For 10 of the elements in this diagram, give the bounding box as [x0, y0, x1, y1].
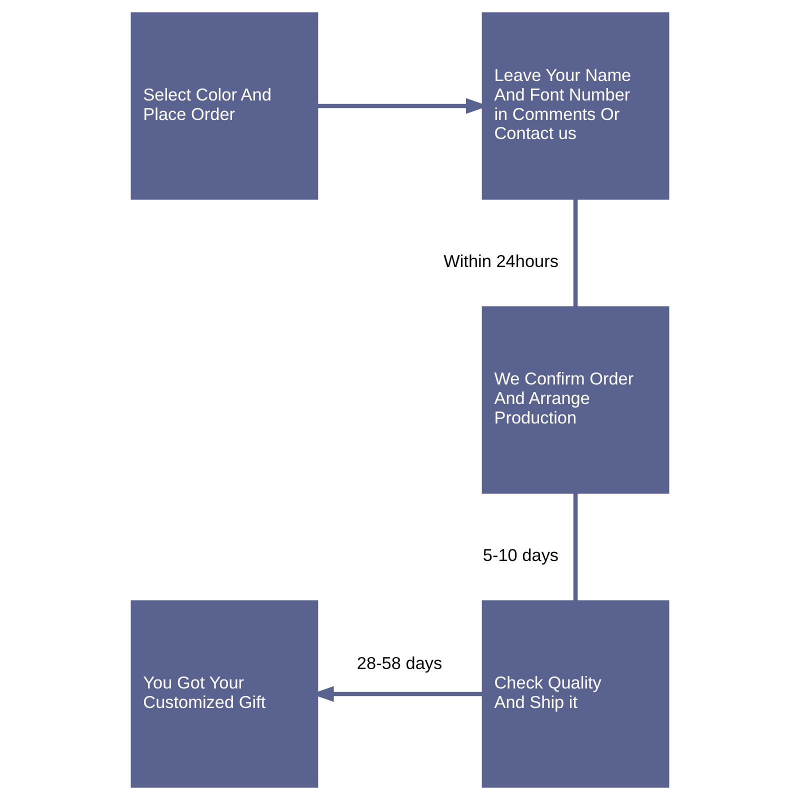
edge-label: 5-10 days — [482, 544, 559, 565]
edge-label: 28-58 days — [356, 653, 442, 674]
edge-label: Within 24hours — [444, 250, 558, 271]
node-box: Select Color And Place Order — [130, 12, 318, 200]
node-box: We Confirm Order And Arrange Production — [482, 306, 670, 494]
node-box: Leave Your Name And Font Number in Comments Or Contact us — [482, 12, 670, 200]
connector — [573, 199, 578, 307]
node-box: Check Quality And Ship it — [482, 600, 670, 788]
connector — [573, 493, 578, 601]
node-box: You Got Your Customized Gift — [130, 600, 318, 788]
